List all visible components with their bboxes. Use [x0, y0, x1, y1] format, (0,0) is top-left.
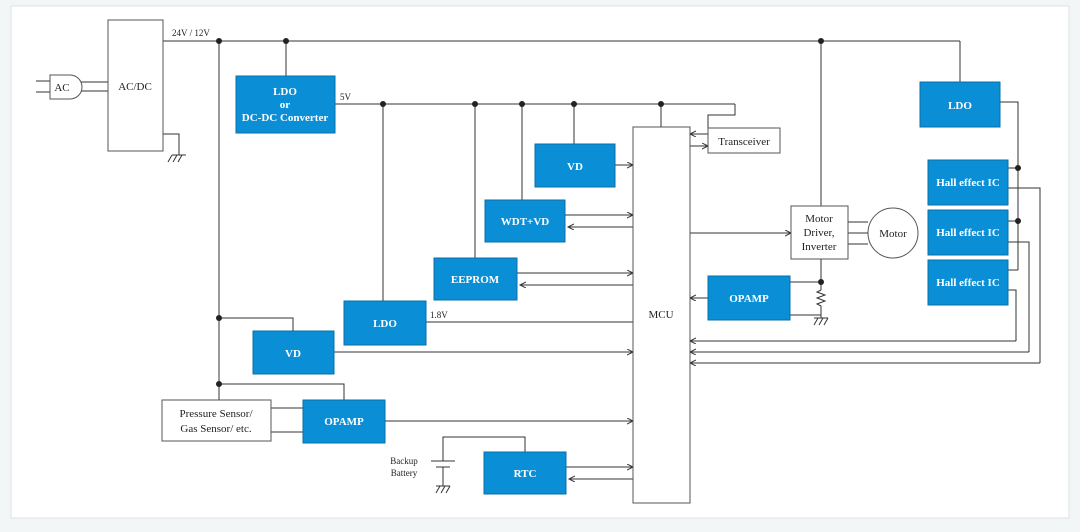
- opamp-motor-block: [707, 275, 791, 321]
- opamp-sensor-label: OPAMP: [324, 416, 364, 428]
- ldo-right-block: [919, 81, 1001, 128]
- sensor-line2: Gas Sensor/ etc.: [180, 423, 251, 435]
- rtc-block: [483, 451, 567, 495]
- motor-driver-block: [790, 205, 849, 260]
- hall-ic-3-label: Hall effect IC: [936, 277, 1000, 289]
- ac-label: AC: [54, 82, 69, 94]
- motor-driver-line1: Motor: [805, 213, 833, 225]
- sensor-line1: Pressure Sensor/: [179, 408, 253, 420]
- vd-top-block: [534, 143, 616, 188]
- motor-block: [867, 207, 919, 259]
- sensor-block: [161, 399, 272, 442]
- transceiver-block: [707, 127, 781, 154]
- hall-ic-3-block: [927, 259, 1009, 306]
- ac-plug-icon: AC: [49, 74, 83, 100]
- voltage-24-12-label: 24V / 12V: [172, 28, 210, 38]
- voltage-5v-label: 5V: [340, 92, 352, 102]
- battery-line1: Backup: [390, 456, 418, 466]
- hall-ic-2-label: Hall effect IC: [936, 227, 1000, 239]
- hall-ic-2-block: [927, 209, 1009, 256]
- motor-label: Motor: [879, 228, 907, 240]
- motor-driver-line2: Driver,: [803, 227, 834, 239]
- acdc-block: [107, 19, 164, 152]
- opamp-motor-label: OPAMP: [729, 293, 769, 305]
- vd-left-block: [252, 330, 335, 375]
- junction-dots: [216, 38, 1021, 387]
- mcu-block: [632, 126, 691, 504]
- acdc-label: AC/DC: [118, 81, 152, 93]
- transceiver-label: Transceiver: [718, 136, 770, 148]
- mcu-label: MCU: [648, 309, 673, 321]
- wdt-vd-block: [484, 199, 566, 243]
- eeprom-label: EEPROM: [451, 274, 500, 286]
- hall-ic-1-label: Hall effect IC: [936, 177, 1000, 189]
- ldo-dcdc-line3: DC-DC Converter: [242, 112, 329, 124]
- hall-ic-1-block: [927, 159, 1009, 206]
- ldo-mid-label: LDO: [373, 318, 397, 330]
- ldo-right-label: LDO: [948, 100, 972, 112]
- battery-line2: Battery: [391, 468, 418, 478]
- motor-driver-line3: Inverter: [802, 241, 837, 253]
- ldo-mid-block: [343, 300, 427, 346]
- vd-left-label: VD: [285, 348, 301, 360]
- opamp-sensor-block: [302, 399, 386, 444]
- ldo-dcdc-line1: LDO: [273, 86, 297, 98]
- wires: [36, 40, 1041, 494]
- eeprom-block: [433, 257, 518, 301]
- wdt-vd-label: WDT+VD: [501, 216, 549, 228]
- voltage-1-8v-label: 1.8V: [430, 310, 448, 320]
- vd-top-label: VD: [567, 161, 583, 173]
- ldo-dcdc-line2: or: [280, 99, 291, 111]
- rtc-label: RTC: [514, 468, 537, 480]
- ldo-dcdc-block: [235, 75, 336, 134]
